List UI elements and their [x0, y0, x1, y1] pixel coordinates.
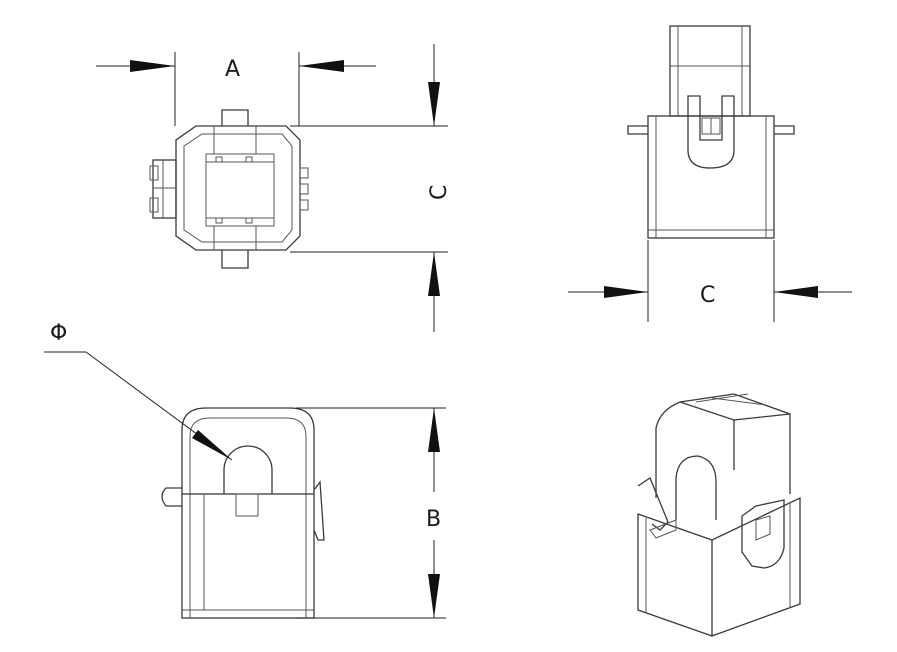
dimension-c-side-view: C [568, 240, 852, 322]
dimension-a: A [96, 52, 376, 126]
isometric-view [637, 393, 801, 637]
dimension-phi-label: Φ [50, 321, 67, 346]
dimension-b: B [296, 407, 446, 619]
front-view [161, 407, 325, 619]
top-view [149, 109, 309, 269]
dimension-c-side-label: C [700, 283, 715, 308]
side-view [627, 25, 795, 239]
dimension-c-top-view: C [290, 44, 452, 332]
dimension-c-top-label: C [427, 185, 452, 200]
dimension-phi: Φ [44, 321, 233, 461]
dimension-b-label: B [426, 507, 441, 532]
dimension-a-label: A [225, 57, 240, 82]
